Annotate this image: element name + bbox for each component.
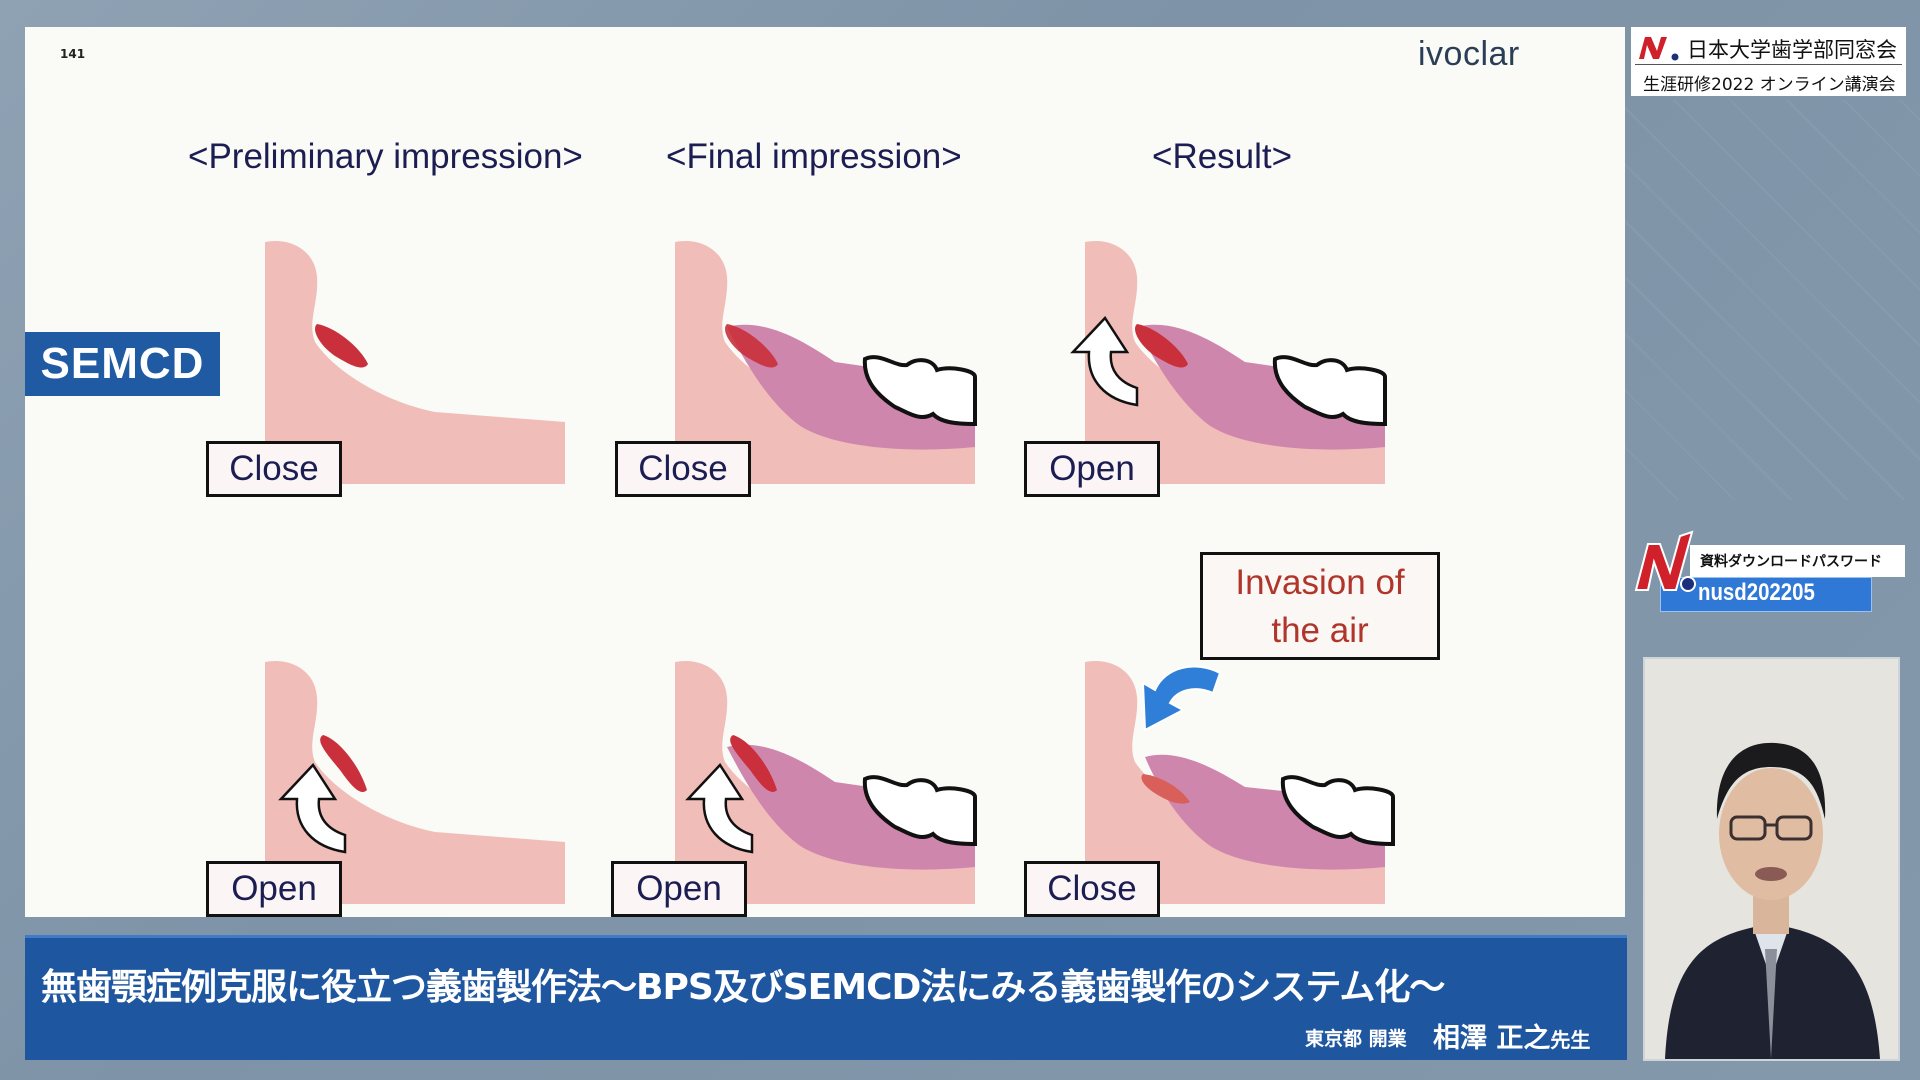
nu-logo-icon — [1634, 530, 1696, 592]
speaker-location: 東京都 開業 — [1305, 1028, 1407, 1050]
speaker-honorific: 先生 — [1550, 1028, 1591, 1052]
state-close-2: Close — [615, 441, 751, 497]
speaker-name-text: 相澤 正之 — [1433, 1023, 1551, 1054]
slide-number: 141 — [60, 47, 86, 61]
organizer-logo-panel: 日本大学歯学部同窓会 生涯研修2022 オンライン講演会 — [1631, 27, 1906, 96]
lecture-title: 無歯顎症例克服に役立つ義歯製作法〜BPS及びSEMCD法にみる義歯製作のシステム… — [41, 967, 1445, 1008]
speaker-name: 相澤 正之先生 — [1433, 1016, 1590, 1055]
presenter-video-icon — [1645, 659, 1898, 1059]
column-title-result: <Result> — [1152, 137, 1293, 176]
note-line-2: the air — [1271, 611, 1369, 650]
lecture-title-banner: 無歯顎症例克服に役立つ義歯製作法〜BPS及びSEMCD法にみる義歯製作のシステム… — [25, 935, 1627, 1060]
presentation-slide: 141 ivoclar <Preliminary impression> <Fi… — [25, 27, 1625, 917]
diagram-result-open — [1085, 240, 1387, 484]
state-open-3: Open — [611, 861, 747, 917]
arrow-up-icon — [1070, 315, 1139, 407]
arrow-up-icon — [685, 762, 754, 854]
password-label: 資料ダウンロードパスワード — [1700, 554, 1882, 570]
divider — [1635, 64, 1902, 65]
diagram-final-close — [675, 240, 977, 484]
state-open-2: Open — [206, 861, 342, 917]
semcd-badge: SEMCD — [25, 332, 220, 396]
event-name: 生涯研修2022 オンライン講演会 — [1643, 75, 1896, 95]
download-password-panel: 資料ダウンロードパスワード nusd202205 — [1630, 520, 1910, 620]
organization-name: 日本大学歯学部同窓会 — [1687, 38, 1897, 62]
brand-logo: ivoclar — [1418, 35, 1520, 73]
curved-arrow-icon — [1141, 665, 1222, 732]
state-close-1: Close — [206, 441, 342, 497]
state-close-3: Close — [1024, 861, 1160, 917]
password-value: nusd202205 — [1698, 579, 1815, 606]
password-label-box — [1690, 545, 1905, 577]
arrow-up-icon — [278, 762, 347, 854]
invasion-note: Invasion of the air — [1200, 552, 1440, 660]
column-title-final: <Final impression> — [666, 137, 962, 176]
state-open-1: Open — [1024, 441, 1160, 497]
nu-logo-icon — [1639, 37, 1679, 61]
diagram-preliminary-close — [265, 240, 565, 484]
note-line-1: Invasion of — [1235, 563, 1405, 602]
background-pattern — [1620, 100, 1920, 500]
diagram-result-close — [1085, 660, 1395, 904]
column-title-preliminary: <Preliminary impression> — [188, 137, 583, 176]
presenter-video — [1643, 657, 1900, 1061]
